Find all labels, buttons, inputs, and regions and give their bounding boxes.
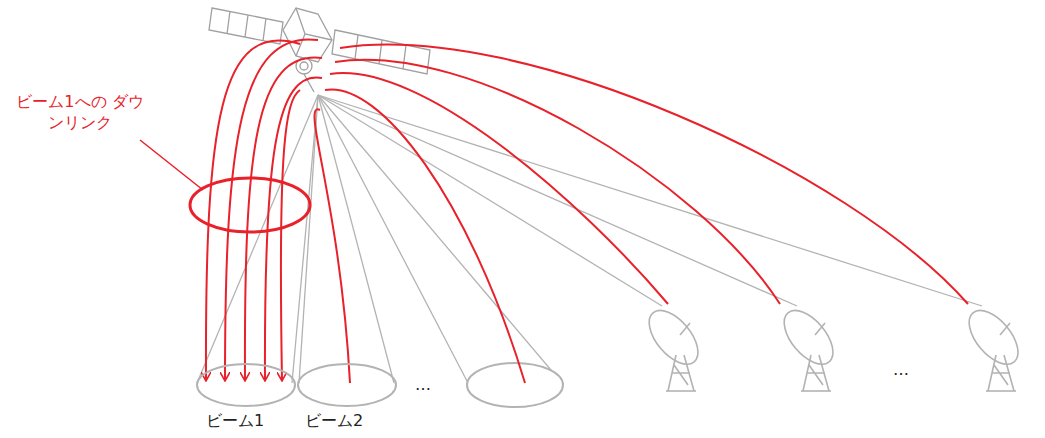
callout-ellipse bbox=[190, 178, 310, 232]
leader-line bbox=[140, 140, 203, 190]
callout-label: ビーム1への ダウンリンク bbox=[14, 92, 146, 134]
beam-label: ビーム1 bbox=[206, 411, 264, 432]
beam-ellipse: ビーム2 bbox=[297, 363, 397, 407]
beam-ellipse: ビーム1 bbox=[196, 363, 296, 407]
downlink-arrows bbox=[206, 39, 968, 383]
beam-cone-lines bbox=[197, 95, 982, 383]
beam-ellipse bbox=[467, 363, 563, 407]
ground-antennas bbox=[640, 302, 1027, 391]
satellite bbox=[209, 8, 430, 92]
beam-outline bbox=[196, 363, 296, 407]
beam-label: ビーム2 bbox=[305, 411, 363, 432]
ellipsis: … bbox=[415, 375, 455, 396]
beam-outline bbox=[297, 363, 397, 407]
ellipsis: … bbox=[893, 360, 933, 381]
